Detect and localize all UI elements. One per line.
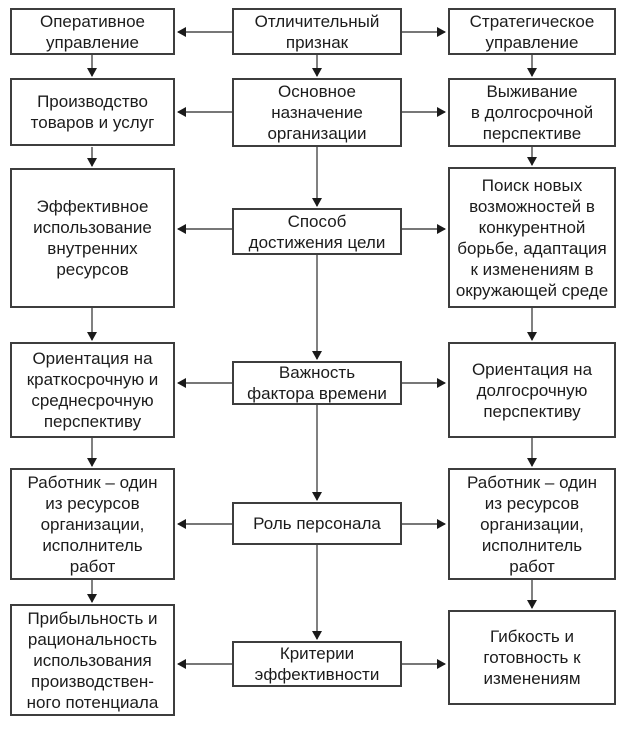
node-distinctive-feature: Отличительный признак [232,8,402,55]
node-main-purpose: Основное назначение организации [232,78,402,147]
node-flexibility-readiness: Гибкость и готовность к изменениям [448,610,616,705]
node-goal-achievement-method: Способ достижения цели [232,208,402,255]
node-search-new-opportunities: Поиск новых возможностей в конкурентной … [448,167,616,308]
node-time-factor-importance: Важность фактора времени [232,361,402,405]
node-operational-management: Оперативное управление [10,8,175,55]
node-effective-internal-resources: Эффективное использование внутренних рес… [10,168,175,308]
node-profitability-rationality: Прибыльность и рациональность использова… [10,604,175,716]
node-strategic-management: Стратегическое управление [448,8,616,55]
node-personnel-role: Роль персонала [232,502,402,545]
node-worker-resource-left: Работник – один из ресурсов организации,… [10,468,175,580]
node-production-goods-services: Производство товаров и услуг [10,78,175,146]
node-worker-resource-right: Работник – один из ресурсов организации,… [448,468,616,580]
node-short-midterm-orientation: Ориентация на краткосрочную и среднесроч… [10,342,175,438]
node-efficiency-criteria: Критерии эффективности [232,641,402,687]
node-longterm-orientation: Ориентация на долгосрочную перспективу [448,342,616,438]
node-longterm-survival: Выживание в долгосрочной перспективе [448,78,616,147]
